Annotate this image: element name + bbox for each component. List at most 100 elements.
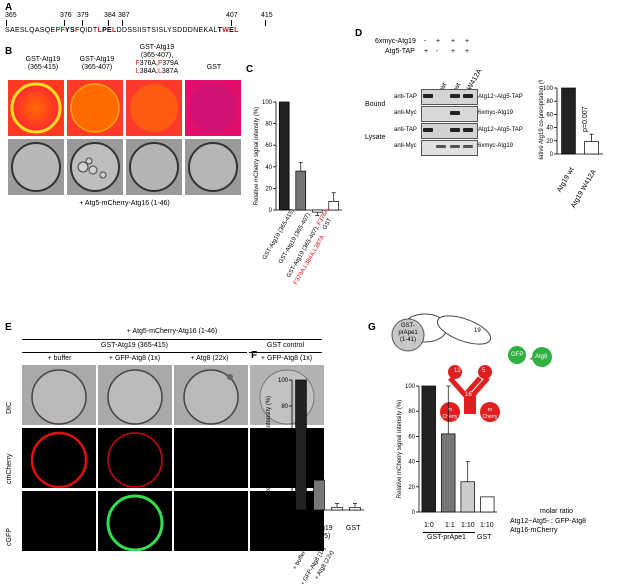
d-r2-s3: +: [451, 48, 456, 55]
g-molar-line1: Atg12~Atg5- : GFP-Atg8: [510, 518, 587, 525]
bar: [584, 141, 599, 155]
e-gfp-3: [174, 491, 248, 551]
pos-365: 365: [5, 12, 17, 19]
e-row-dic: DIC: [6, 401, 13, 414]
e-col-3: + Atg8 (22x): [190, 355, 229, 362]
pos-415: 415: [261, 12, 273, 19]
y-tick-label: 80: [265, 122, 272, 128]
f-group-a: GST-Atg19: [298, 525, 333, 532]
d-anti-tap-2: anti-TAP: [394, 127, 417, 133]
y-tick-label: 40: [265, 165, 272, 171]
g-ratio-3: 1:10: [461, 522, 475, 529]
g-gst-prape1: GST- prApe1 (1-41): [398, 323, 418, 343]
y-tick-label: 60: [281, 430, 288, 436]
b-header-3-mut2: L384A,L387A: [135, 68, 179, 75]
d-band-myc-1: 6xmyc-Atg19: [478, 110, 514, 116]
y-axis-label: Relative mCherry signal intensity (%): [397, 400, 403, 498]
d-band-tap-1: Atg12~Atg5-TAP: [478, 94, 523, 100]
b-img-dic-2: [67, 139, 123, 195]
e-dic-1: [22, 365, 96, 425]
y-axis-label: Relative Atg19 co-precipitation (%): [539, 80, 545, 160]
d-anti-myc-2: anti-Myc: [394, 143, 417, 149]
y-tick-label: 60: [408, 434, 415, 440]
g-mcherry-1: m Cherry: [442, 407, 458, 420]
panel-letter-d: D: [355, 28, 363, 39]
g-mcherry-2: m Cherry: [482, 407, 498, 420]
d-anti-tap-1: anti-TAP: [394, 94, 417, 100]
d-r1-s3: +: [451, 38, 456, 45]
e-top-label: + Atg5-mCherry-Atg16 (1-46): [126, 328, 218, 335]
y-tick-label: 40: [546, 126, 553, 132]
y-tick-label: 60: [546, 112, 553, 118]
bar: [349, 507, 361, 511]
g-gst: GST: [477, 534, 492, 541]
e-dic-2: [98, 365, 172, 425]
b-img-top-3: [126, 80, 182, 136]
e-gfp-2: [98, 491, 172, 551]
y-tick-label: 100: [543, 86, 554, 92]
y-tick-label: 20: [265, 186, 272, 192]
g-gfp: GFP: [511, 352, 524, 358]
e-group-1: GST-Atg19 (365-415): [101, 342, 168, 349]
d-lysate-label: Lysate: [365, 134, 386, 141]
bar: [561, 87, 576, 155]
d-cat-1: Atg19 wt: [556, 166, 576, 194]
bar: [460, 481, 475, 513]
y-tick-label: 100: [262, 100, 273, 106]
b-img-dic-3: [126, 139, 182, 195]
pos-376: 376: [60, 12, 72, 19]
bar: [311, 209, 323, 213]
d-blot-1: [421, 89, 478, 105]
y-tick-label: 80: [281, 404, 288, 410]
e-mcherry-4: [250, 428, 324, 488]
b-img-top-2: [67, 80, 123, 136]
bar: [295, 379, 307, 511]
b-header-3: GST-Atg19 (365-407),: [139, 44, 175, 59]
g-star: *: [530, 358, 533, 364]
d-band-tap-2: Atg12~Atg5-TAP: [478, 127, 523, 133]
g-molar-title: molar ratio: [540, 508, 574, 515]
y-tick-label: 40: [408, 460, 415, 466]
b-caption: + Atg5-mCherry-Atg16 (1-46): [79, 200, 170, 207]
bar: [295, 170, 307, 211]
e-dic-4: [250, 365, 324, 425]
y-axis-label: Relative mCherry signal intensity (%): [266, 396, 272, 494]
y-tick-label: 40: [281, 456, 288, 462]
e-row-cmcherry: cmCherry: [6, 453, 13, 484]
panel-letter-e: E: [5, 322, 12, 333]
panel-letter-b: B: [5, 46, 13, 57]
y-tick-label: 0: [412, 510, 416, 516]
y-tick-label: 0: [285, 508, 289, 514]
y-tick-label: 20: [546, 139, 553, 145]
d-row2-label: Atg5-TAP: [385, 48, 415, 55]
g-ratio-2: 1:1: [445, 522, 455, 529]
e-gfp-1: [22, 491, 96, 551]
g-molar-line2: Atg16-mCherry: [510, 527, 558, 534]
b-header-3-mut1: F376A,F379A: [135, 60, 179, 67]
d-r1-s1: -: [424, 38, 427, 45]
g-num5: 5: [482, 368, 486, 374]
y-tick-label: 0: [269, 208, 273, 214]
d-row1-label: 6xmyc-Atg19: [375, 38, 416, 45]
sequence: SAESLQASQEPFYSFQIDTLPELDDSSIISTSISLYSDDD…: [5, 27, 239, 34]
g-schematic: [391, 313, 552, 422]
b-header-1: GST-Atg19 (365-415): [25, 56, 61, 71]
pos-387: 387: [118, 12, 130, 19]
panel-letter-c: C: [246, 64, 254, 75]
d-band-myc-2: 6xmyc-Atg19: [478, 143, 514, 149]
f-group-b: (365-415): [300, 533, 331, 540]
y-tick-label: 20: [281, 482, 288, 488]
d-bound-label: Bound: [365, 101, 386, 108]
pos-384: 384: [104, 12, 116, 19]
d-cat-2: Atg19 W412A: [570, 168, 598, 210]
b-img-top-4: [185, 80, 241, 136]
d-pvalue: p=0.007: [582, 106, 589, 133]
bar: [480, 496, 495, 513]
bar: [441, 433, 456, 513]
y-tick-label: 80: [408, 409, 415, 415]
d-anti-myc-1: anti-Myc: [394, 110, 417, 116]
bar: [331, 507, 343, 511]
